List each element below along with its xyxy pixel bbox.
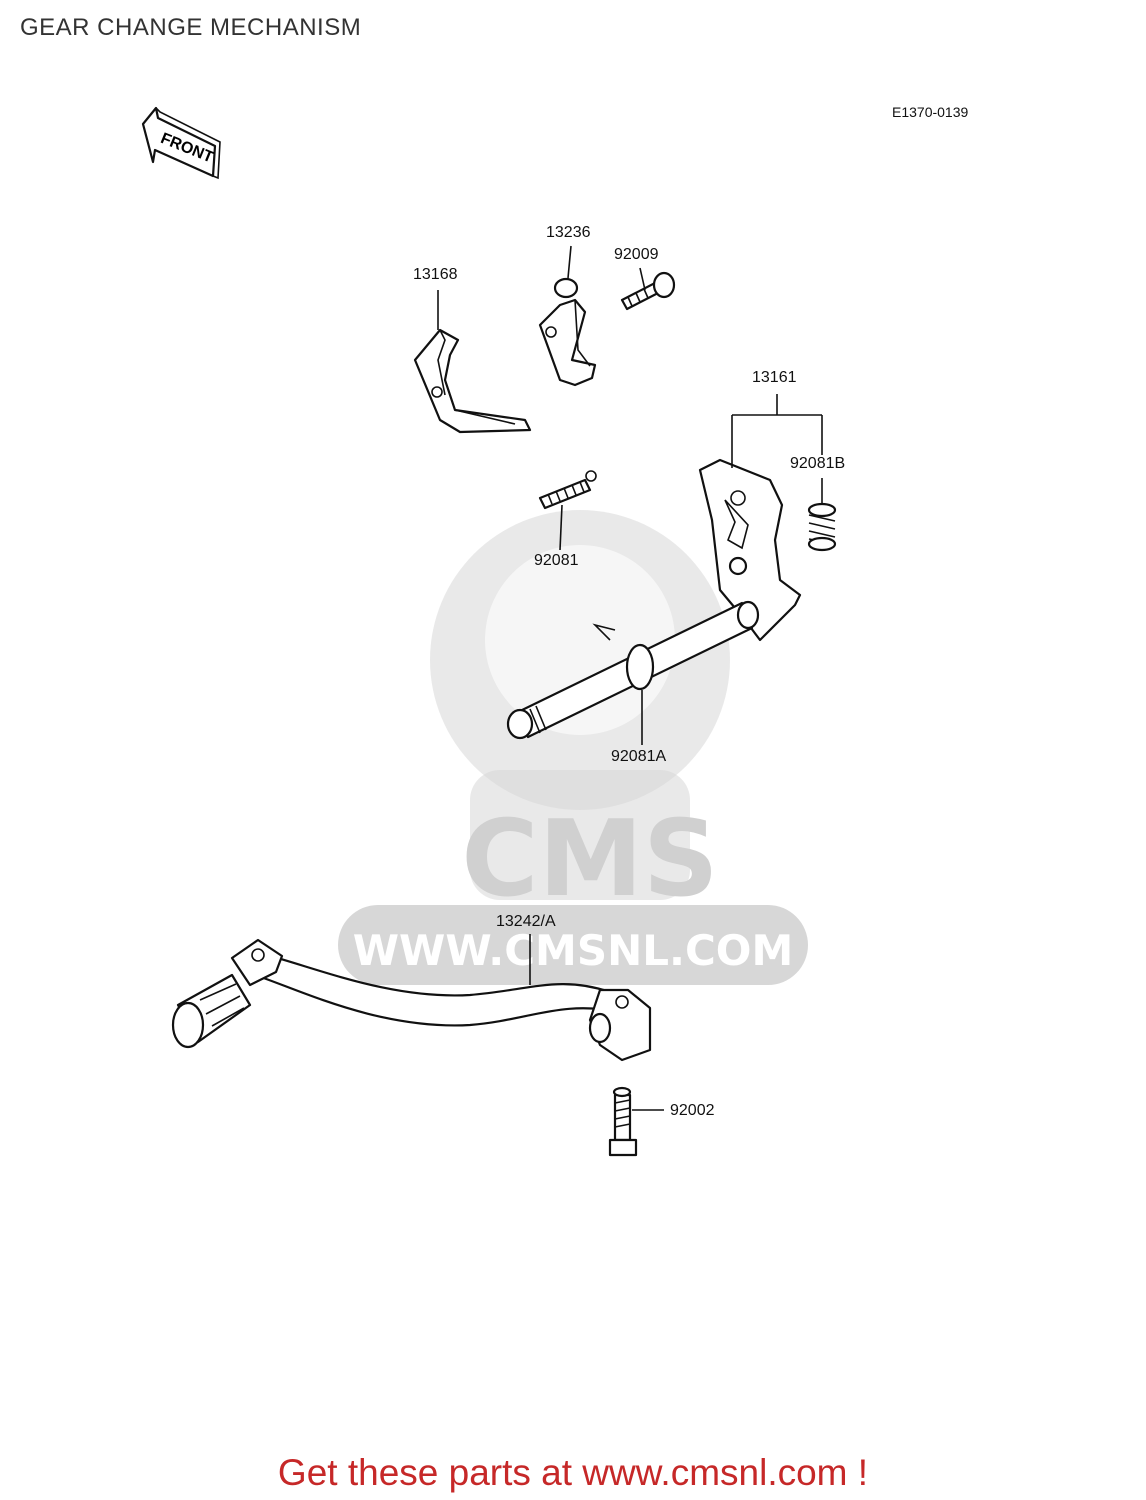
- part-13168-drawing: [413, 328, 532, 434]
- part-label-13168[interactable]: 13168: [413, 266, 458, 283]
- leader-lines: [437, 245, 823, 1111]
- part-label-92002[interactable]: 92002: [670, 1102, 715, 1119]
- part-label-92009[interactable]: 92009: [614, 246, 659, 263]
- footer-cta-link[interactable]: Get these parts at www.cmsnl.com !: [277, 1452, 869, 1493]
- front-arrow-icon: FRONT: [141, 106, 221, 180]
- part-92081A-drawing: [592, 623, 655, 691]
- part-92081B-drawing: [807, 502, 837, 552]
- part-label-13161[interactable]: 13161: [752, 369, 797, 386]
- part-92009-drawing: [620, 271, 676, 311]
- part-92002-drawing: [608, 1086, 638, 1157]
- part-13242A-drawing: [171, 938, 652, 1062]
- part-92081-drawing: [538, 470, 597, 510]
- part-label-92081[interactable]: 92081: [534, 552, 579, 569]
- part-13236-drawing: [538, 277, 597, 387]
- watermark-url-text: WWW.CMSNL.COM: [353, 926, 794, 975]
- watermark-logo-text: CMS: [461, 798, 718, 920]
- part-label-13242A[interactable]: 13242/A: [496, 913, 556, 930]
- part-label-13236[interactable]: 13236: [546, 224, 591, 241]
- part-label-92081A[interactable]: 92081A: [611, 748, 667, 765]
- part-label-92081B[interactable]: 92081B: [790, 455, 846, 472]
- page-title: GEAR CHANGE MECHANISM: [20, 14, 362, 41]
- cms-watermark: CMS WWW.CMSNL.COM: [338, 510, 808, 985]
- diagram-code: E1370-0139: [892, 104, 969, 120]
